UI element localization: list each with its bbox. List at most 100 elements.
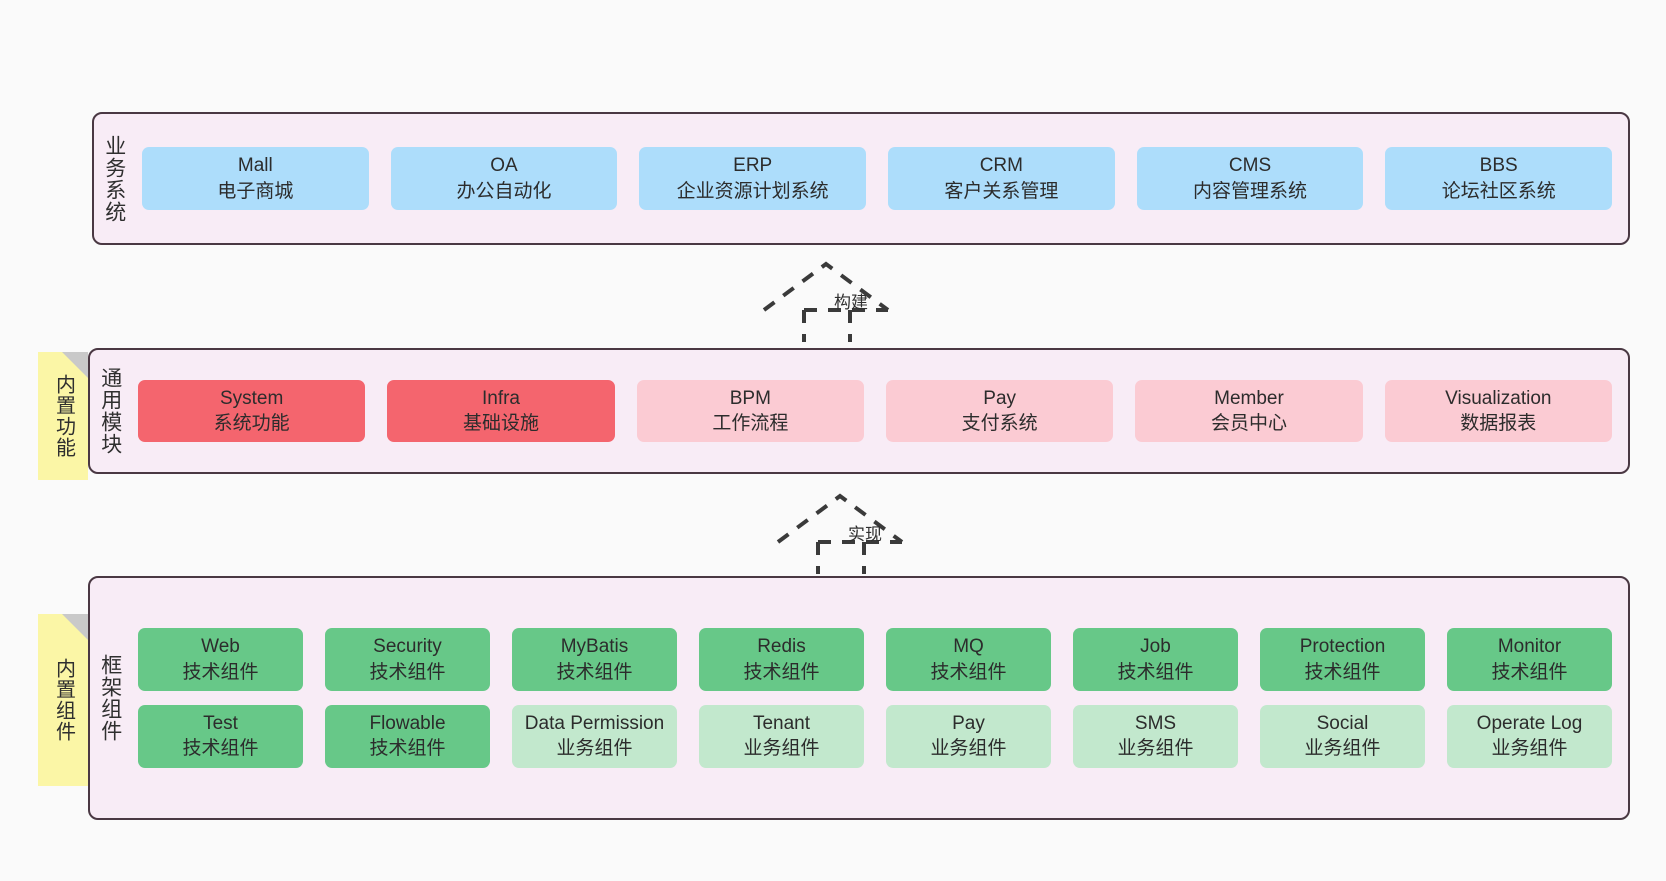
- connector-implement: 实现: [772, 490, 912, 574]
- card-subtitle: 技术组件: [182, 738, 259, 760]
- card-title: Social: [1316, 713, 1369, 734]
- layer-framework-component: 框架组件 Web 技术组件 Security 技术组件 MyBatis 技术组件…: [88, 576, 1630, 820]
- layer-common-module: 通用模块 System 系统功能 Infra 基础设施 BPM 工作流程 Pay…: [88, 348, 1630, 474]
- card-pay[interactable]: Pay 支付系统: [885, 379, 1114, 443]
- card-title: SMS: [1134, 713, 1177, 734]
- card-mq[interactable]: MQ 技术组件: [886, 628, 1051, 691]
- card-title: BPM: [729, 387, 771, 409]
- card-subtitle: 技术组件: [743, 661, 820, 683]
- layer-label-framework-component: 框架组件: [98, 654, 122, 742]
- layer-label-business-system: 业务系统: [102, 134, 126, 223]
- card-title: Infra: [481, 387, 520, 409]
- card-title: Operate Log: [1476, 713, 1583, 734]
- card-subtitle: 业务组件: [1304, 738, 1381, 760]
- sticky-note-builtin-component: 内置组件: [38, 614, 88, 786]
- card-title: Test: [203, 713, 238, 734]
- card-mybatis[interactable]: MyBatis 技术组件: [512, 628, 677, 691]
- card-subtitle: 支付系统: [961, 413, 1038, 434]
- card-title: Member: [1214, 387, 1284, 409]
- card-subtitle: 业务组件: [1491, 738, 1568, 760]
- card-subtitle: 技术组件: [369, 661, 446, 683]
- card-subtitle: 技术组件: [556, 661, 633, 683]
- card-subtitle: 基础设施: [462, 413, 539, 434]
- sticky-note-builtin-function: 内置功能: [38, 352, 88, 480]
- card-title: CMS: [1228, 155, 1272, 177]
- card-title: Redis: [757, 636, 806, 658]
- card-subtitle: 业务组件: [556, 738, 633, 760]
- card-flowable[interactable]: Flowable 技术组件: [325, 705, 490, 768]
- card-cms[interactable]: CMS 内容管理系统: [1136, 147, 1364, 210]
- card-subtitle: 客户关系管理: [944, 180, 1059, 202]
- card-social[interactable]: Social 业务组件: [1260, 705, 1425, 768]
- card-bpm[interactable]: BPM 工作流程: [636, 379, 864, 443]
- layer-business-system: 业务系统 Mall 电子商城 OA 办公自动化 ERP 企业资源计划系统 CRM…: [92, 112, 1630, 245]
- card-subtitle: 技术组件: [369, 738, 446, 760]
- card-title: Security: [373, 636, 442, 658]
- card-subtitle: 内容管理系统: [1193, 180, 1308, 202]
- card-title: Flowable: [369, 713, 446, 734]
- sticky-note-label: 内置组件: [52, 658, 75, 742]
- card-subtitle: 论坛社区系统: [1441, 180, 1556, 202]
- card-subtitle: 企业资源计划系统: [676, 180, 829, 202]
- card-title: Mall: [237, 155, 273, 177]
- card-title: Tenant: [752, 713, 811, 734]
- connector-shaft-icon: [816, 540, 902, 574]
- card-web[interactable]: Web 技术组件: [138, 628, 303, 691]
- card-operate-log[interactable]: Operate Log 业务组件: [1447, 705, 1612, 768]
- card-title: Web: [201, 636, 240, 658]
- card-subtitle: 系统功能: [213, 413, 290, 434]
- card-member[interactable]: Member 会员中心: [1135, 379, 1363, 443]
- card-monitor[interactable]: Monitor 技术组件: [1447, 628, 1612, 691]
- card-subtitle: 业务组件: [1117, 738, 1194, 760]
- card-title: Visualization: [1445, 387, 1552, 409]
- layer-body-framework-component: Web 技术组件 Security 技术组件 MyBatis 技术组件 Redi…: [130, 578, 1628, 818]
- card-subtitle: 业务组件: [930, 738, 1007, 760]
- card-system[interactable]: System 系统功能: [138, 379, 366, 443]
- card-sms[interactable]: SMS 业务组件: [1073, 705, 1238, 768]
- card-visualization[interactable]: Visualization 数据报表: [1384, 379, 1612, 443]
- card-title: Pay: [952, 713, 985, 734]
- card-tenant[interactable]: Tenant 业务组件: [699, 705, 864, 768]
- card-row: System 系统功能 Infra 基础设施 BPM 工作流程 Pay 支付系统…: [138, 379, 1612, 443]
- card-infra[interactable]: Infra 基础设施: [387, 379, 615, 443]
- card-redis[interactable]: Redis 技术组件: [699, 628, 864, 691]
- connector-implement-label: 实现: [848, 525, 882, 544]
- connector-build-label: 构建: [834, 293, 868, 312]
- card-erp[interactable]: ERP 企业资源计划系统: [639, 147, 867, 210]
- card-job[interactable]: Job 技术组件: [1073, 628, 1238, 691]
- card-pay-biz[interactable]: Pay 业务组件: [886, 705, 1051, 768]
- card-title: OA: [490, 155, 518, 177]
- card-title: BBS: [1479, 155, 1518, 177]
- card-title: Protection: [1299, 636, 1386, 658]
- card-bbs[interactable]: BBS 论坛社区系统: [1385, 147, 1613, 210]
- card-subtitle: 会员中心: [1210, 413, 1287, 434]
- layer-body-common-module: System 系统功能 Infra 基础设施 BPM 工作流程 Pay 支付系统…: [130, 350, 1628, 472]
- card-row: Mall 电子商城 OA 办公自动化 ERP 企业资源计划系统 CRM 客户关系…: [142, 147, 1613, 210]
- layer-body-business-system: Mall 电子商城 OA 办公自动化 ERP 企业资源计划系统 CRM 客户关系…: [134, 114, 1628, 243]
- card-subtitle: 数据报表: [1460, 413, 1537, 434]
- card-row: Web 技术组件 Security 技术组件 MyBatis 技术组件 Redi…: [138, 628, 1612, 691]
- card-subtitle: 技术组件: [1117, 661, 1194, 683]
- folded-corner-icon: [62, 614, 88, 640]
- generalization-head-icon: [762, 261, 890, 312]
- card-title: Pay: [983, 387, 1017, 409]
- card-test[interactable]: Test 技术组件: [138, 705, 303, 768]
- card-subtitle: 技术组件: [1491, 661, 1568, 683]
- card-title: MyBatis: [560, 636, 629, 658]
- card-protection[interactable]: Protection 技术组件: [1260, 628, 1425, 691]
- card-subtitle: 业务组件: [743, 738, 820, 760]
- card-title: Job: [1140, 636, 1171, 658]
- card-security[interactable]: Security 技术组件: [325, 628, 490, 691]
- card-oa[interactable]: OA 办公自动化: [390, 147, 618, 210]
- card-crm[interactable]: CRM 客户关系管理: [888, 147, 1115, 210]
- card-subtitle: 办公自动化: [456, 180, 552, 202]
- card-subtitle: 技术组件: [930, 661, 1007, 683]
- card-row: Test 技术组件 Flowable 技术组件 Data Permission …: [138, 705, 1612, 768]
- sticky-note-label: 内置功能: [52, 374, 75, 458]
- card-title: Data Permission: [524, 713, 665, 734]
- card-data-permission[interactable]: Data Permission 业务组件: [512, 705, 677, 768]
- folded-corner-icon: [62, 352, 88, 378]
- card-mall[interactable]: Mall 电子商城: [142, 147, 369, 210]
- card-title: Monitor: [1497, 636, 1562, 658]
